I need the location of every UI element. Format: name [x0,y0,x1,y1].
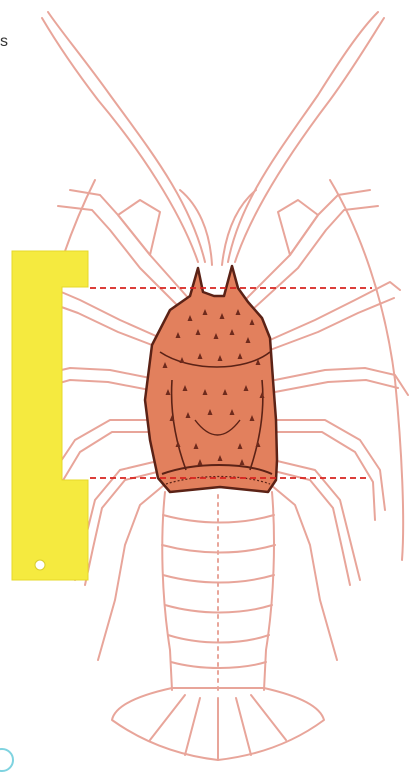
right-leg-5 [265,480,337,660]
right-leg-2b [275,380,398,392]
right-leg-4b [270,470,350,585]
corner-text-fragment: s [0,33,9,51]
carapace-body [145,266,277,492]
gauge-hole [35,560,45,570]
left-antenna-inner [42,18,198,262]
right-antenna-base-2 [252,206,378,310]
right-base-plate [278,200,318,255]
right-leg-4 [273,460,360,580]
tail-fan [112,688,324,760]
left-leg-4b [85,470,165,585]
carapace-gauge [12,251,88,580]
tail-fan-ray-2 [185,698,200,755]
right-leg-1b [270,298,394,350]
right-antennule [222,190,256,265]
tail [162,492,275,690]
tail-fan-ray-4 [236,698,251,755]
gauge-body [12,251,88,580]
tail-outline-left [162,492,172,690]
tail-outline-right [264,492,274,690]
left-leg-5 [98,480,170,660]
right-leg-1 [270,282,400,340]
tail-fan-ray-1 [150,695,185,740]
carapace [145,266,277,492]
tail-fan-ray-5 [251,695,286,740]
